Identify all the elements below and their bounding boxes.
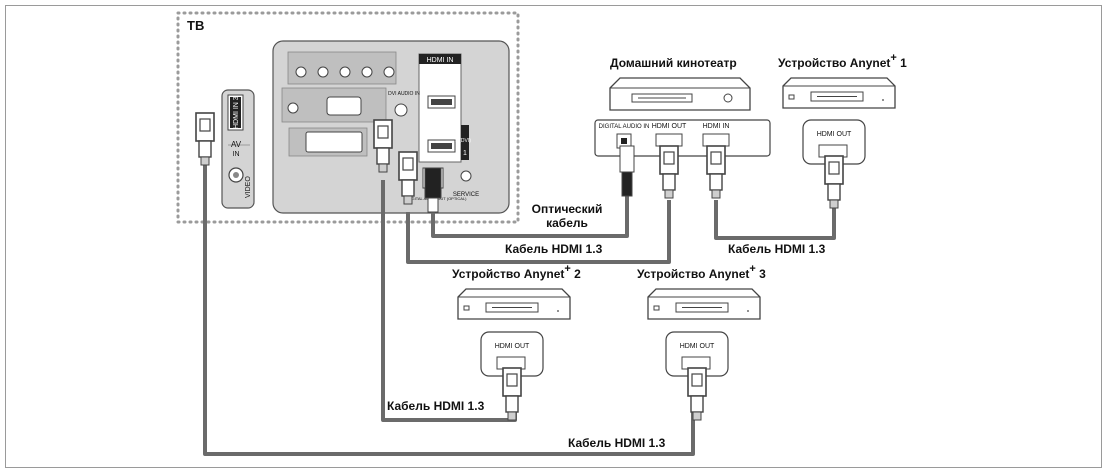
tv-service-label: SERVICE [453, 192, 479, 198]
home-theater-digital-audio-in-label: DIGITAL AUDIO IN [599, 124, 650, 130]
home-theater-device [609, 77, 751, 111]
plug-tv-hdmi2 [373, 119, 393, 173]
anynet3-player-icon [647, 288, 761, 320]
tv-side-in-label: IN [233, 151, 240, 158]
hdmi-cable-label-tv-theater: Кабель HDMI 1.3 [505, 242, 603, 256]
anynet1-title: Устройство Anynet+ 1 [778, 52, 907, 71]
anynet2-title: Устройство Anynet+ 2 [452, 263, 581, 282]
cable-optical [431, 196, 629, 238]
tv-area-dotted [176, 11, 520, 224]
tv-label: ТВ [187, 18, 205, 33]
plug-anynet2 [502, 367, 522, 421]
anynet1-hdmi-out-label: HDMI OUT [817, 131, 852, 138]
home-theater-title: Домашний кинотеатр [610, 56, 737, 70]
hdmi-cable-label-anynet1: Кабель HDMI 1.3 [728, 242, 826, 256]
home-theater-hdmi-out-label: HDMI OUT [652, 123, 687, 130]
plug-anynet1 [824, 155, 844, 209]
plug-tv-hdmi1 [398, 151, 418, 205]
cable-hdmi-tv-home-theater [406, 200, 671, 264]
plug-optical-home-theater [619, 145, 635, 197]
anynet3-port-panel [665, 331, 729, 377]
plug-anynet3 [687, 367, 707, 421]
tv-port-1-label: 1 [463, 150, 467, 157]
anynet3-hdmi-out-label: HDMI OUT [680, 343, 715, 350]
anynet1-player-icon [782, 77, 896, 109]
home-theater-hdmi-in-label: HDMI IN [703, 123, 730, 130]
hdmi-cable-label-anynet2: Кабель HDMI 1.3 [387, 399, 485, 413]
plug-home-theater-out [659, 145, 679, 199]
hdmi-cable-label-anynet3: Кабель HDMI 1.3 [568, 436, 666, 450]
optical-cable-label: Оптический кабель [531, 202, 603, 230]
plug-home-theater-in [706, 145, 726, 199]
tv-side-av-label: AV [231, 140, 242, 149]
cable-hdmi-tv-side-anynet3 [203, 160, 695, 456]
anynet2-port-panel [480, 331, 544, 377]
plug-tv-side [195, 112, 215, 166]
tv-side-hdmi3-label: HDMI IN 3 [233, 96, 240, 129]
tv-port-2-label: 2 (DVI) [455, 138, 471, 144]
anynet2-hdmi-out-label: HDMI OUT [495, 343, 530, 350]
tv-hdmi-in-header: HDMI IN [427, 57, 454, 64]
plug-optical-tv [424, 167, 442, 213]
tv-side-video-label: VIDEO [245, 176, 252, 198]
anynet3-title: Устройство Anynet+ 3 [637, 263, 766, 282]
cable-hdmi-home-theater-anynet1 [714, 200, 836, 240]
anynet2-player-icon [457, 288, 571, 320]
tv-dvi-audio-label: DVI AUDIO IN [388, 91, 420, 97]
tv-side-panel [221, 89, 255, 209]
